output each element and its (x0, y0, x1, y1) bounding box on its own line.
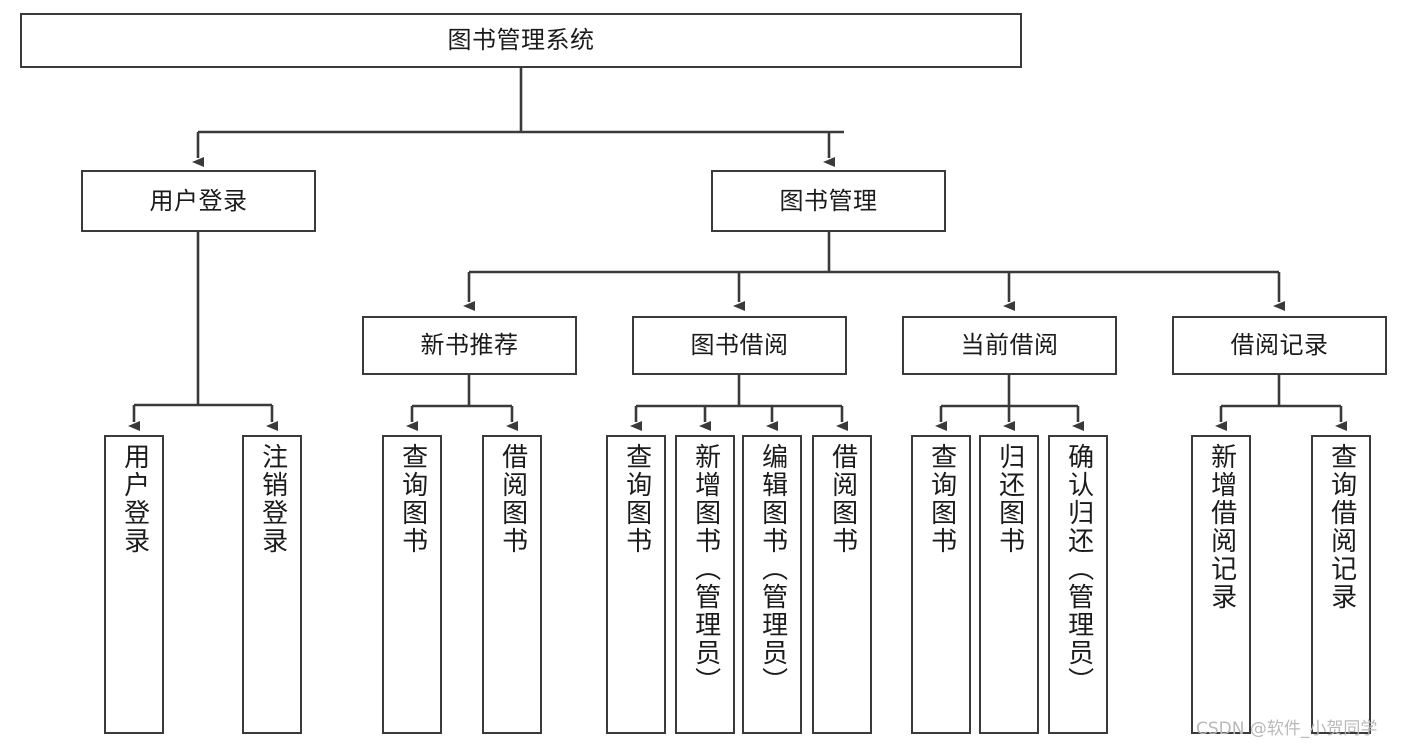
node-book-borrow[interactable]: 图书借阅 (632, 316, 847, 375)
node-borrow-record[interactable]: 借阅记录 (1172, 316, 1387, 375)
leaf-label: 归还图书 (994, 443, 1025, 555)
node-book-management[interactable]: 图书管理 (711, 170, 946, 232)
node-user-login[interactable]: 用户登录 (81, 170, 316, 232)
leaf-label: 查询图书 (926, 443, 957, 555)
leaf-label: 查询图书 (621, 443, 652, 555)
leaf-user-login-logout[interactable]: 注销登录 (242, 435, 302, 734)
leaf-book-borrow-query[interactable]: 查询图书 (606, 435, 666, 734)
leaf-current-borrow-query[interactable]: 查询图书 (911, 435, 971, 734)
leaf-label: 查询借阅记录 (1326, 443, 1357, 611)
leaf-new-book-query[interactable]: 查询图书 (382, 435, 442, 734)
node-current-borrow-label: 当前借阅 (960, 331, 1059, 360)
leaf-current-borrow-confirm[interactable]: 确认归还（管理员） (1048, 435, 1108, 734)
csdn-watermark: CSDN @软件_小贺同学 (1196, 719, 1378, 739)
leaf-borrow-record-add[interactable]: 新增借阅记录 (1191, 435, 1251, 734)
leaf-borrow-record-query[interactable]: 查询借阅记录 (1311, 435, 1371, 734)
node-root[interactable]: 图书管理系统 (20, 13, 1022, 68)
node-root-label: 图书管理系统 (447, 26, 595, 55)
leaf-label: 新增图书（管理员） (690, 443, 721, 695)
leaf-current-borrow-return[interactable]: 归还图书 (979, 435, 1039, 734)
leaf-label: 确认归还（管理员） (1063, 443, 1094, 695)
node-current-borrow[interactable]: 当前借阅 (902, 316, 1117, 375)
node-new-book-recommend[interactable]: 新书推荐 (362, 316, 577, 375)
leaf-label: 编辑图书（管理员） (757, 443, 788, 695)
leaf-label: 注销登录 (257, 443, 288, 555)
leaf-label: 新增借阅记录 (1206, 443, 1237, 611)
leaf-label: 借阅图书 (827, 443, 858, 555)
leaf-new-book-borrow[interactable]: 借阅图书 (482, 435, 542, 734)
node-book-borrow-label: 图书借阅 (690, 331, 789, 360)
leaf-label: 用户登录 (119, 443, 150, 555)
leaf-book-borrow-add[interactable]: 新增图书（管理员） (675, 435, 735, 734)
leaf-book-borrow-borrow[interactable]: 借阅图书 (812, 435, 872, 734)
leaf-user-login-login[interactable]: 用户登录 (104, 435, 164, 734)
leaf-label: 借阅图书 (497, 443, 528, 555)
leaf-label: 查询图书 (397, 443, 428, 555)
node-user-login-label: 用户登录 (149, 186, 248, 215)
node-borrow-record-label: 借阅记录 (1230, 331, 1329, 360)
node-new-book-recommend-label: 新书推荐 (420, 331, 519, 360)
leaf-book-borrow-edit[interactable]: 编辑图书（管理员） (742, 435, 802, 734)
node-book-management-label: 图书管理 (779, 186, 878, 215)
